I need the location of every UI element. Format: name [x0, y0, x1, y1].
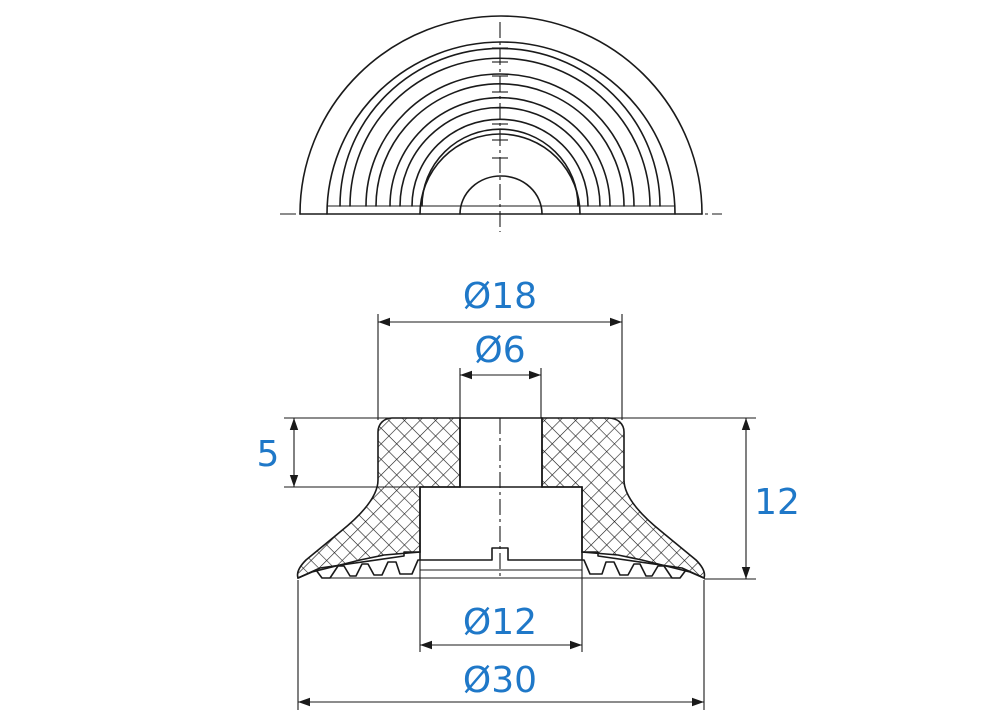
top-half-view — [280, 15, 722, 232]
dimension-diameter-12: Ø12 — [463, 602, 537, 643]
dimension-height-12: 12 — [754, 482, 800, 523]
dimension-diameter-18: Ø18 — [463, 276, 537, 317]
groove-ring-1-outer — [339, 47, 661, 207]
section-view — [296, 417, 706, 580]
dimension-diameter-30: Ø30 — [463, 660, 537, 701]
dimension-labels: Ø18 Ø6 5 12 Ø12 Ø30 — [257, 276, 800, 701]
dimension-lines — [284, 314, 756, 710]
groove-ring-4-outer — [411, 118, 589, 207]
groove-ring-2-inner — [375, 83, 625, 207]
center-plateau-ring — [419, 133, 581, 215]
groove-ring-3-outer — [389, 96, 611, 207]
groove-ring-1-inner — [349, 57, 651, 207]
top-view-rings — [339, 47, 661, 215]
dimension-diameter-6: Ø6 — [474, 330, 525, 371]
right-hatched-section — [541, 417, 706, 580]
dimension-height-5: 5 — [257, 434, 280, 475]
left-hatched-section — [296, 417, 461, 580]
groove-ring-2-outer — [365, 73, 635, 207]
groove-ring-4-inner — [421, 128, 579, 207]
